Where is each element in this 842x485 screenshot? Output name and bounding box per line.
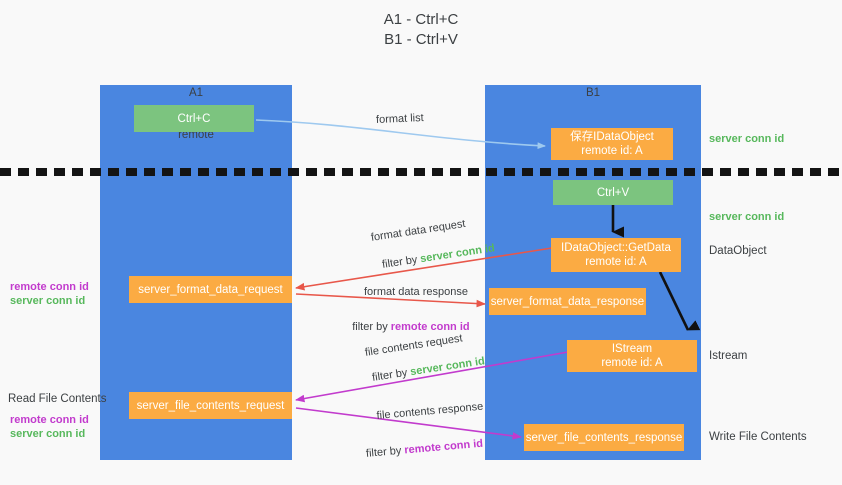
- box-server-file-contents-response[interactable]: server_file_contents_response: [524, 424, 684, 451]
- box-server-format-data-response[interactable]: server_format_data_response: [489, 288, 646, 315]
- box-istream[interactable]: IStream remote id: A: [567, 340, 697, 372]
- column-header-a1-name: A1: [188, 87, 204, 99]
- side-label-server-conn-id-mid: server conn id: [709, 211, 785, 223]
- side-label-server-conn-id-top: server conn id: [709, 133, 785, 145]
- column-header-a1: A1 remote: [100, 58, 292, 170]
- box-save-idataobject[interactable]: 保存IDataObject remote id: A: [551, 128, 673, 160]
- side-label-remote-conn-id-mid: remote conn id: [10, 281, 89, 293]
- filter-prefix: filter by: [381, 253, 422, 271]
- box-server-format-data-request[interactable]: server_format_data_request: [129, 276, 292, 303]
- box-idataobject-getdata[interactable]: IDataObject::GetData remote id: A: [551, 238, 681, 272]
- filter-value-server-conn-id: server conn id: [419, 242, 496, 266]
- filter-prefix: filter by: [365, 444, 405, 460]
- edge-label-format-data-response-filter: filter by remote conn id: [340, 306, 470, 348]
- side-label-dataobject: DataObject: [709, 245, 767, 257]
- box-ctrl-v[interactable]: Ctrl+V: [553, 180, 673, 205]
- column-header-a1-sub: remote: [178, 129, 214, 141]
- edge-label-file-contents-response-filter: filter by remote conn id: [352, 423, 485, 476]
- filter-prefix: filter by: [371, 366, 412, 384]
- column-header-b1-name: B1: [585, 87, 601, 99]
- edge-label-file-contents-response: file contents response: [376, 400, 484, 422]
- side-label-write-file-contents: Write File Contents: [709, 431, 807, 443]
- side-label-istream: Istream: [709, 350, 748, 362]
- box-server-file-contents-request[interactable]: server_file_contents_request: [129, 392, 292, 419]
- box-ctrl-c[interactable]: Ctrl+C: [134, 105, 254, 132]
- filter-value-server-conn-id: server conn id: [409, 355, 486, 379]
- diagram-title: A1 - Ctrl+C B1 - Ctrl+V: [383, 11, 459, 48]
- edge-label-format-list: format list: [375, 111, 424, 127]
- filter-prefix: filter by: [352, 321, 391, 333]
- edge-label-format-data-response: format data response: [364, 286, 468, 298]
- side-label-server-conn-id-left-low: server conn id: [10, 428, 86, 440]
- filter-value-remote-conn-id: remote conn id: [390, 321, 470, 333]
- side-label-remote-conn-id-low: remote conn id: [10, 414, 89, 426]
- phase-divider-dashed-line: [0, 168, 842, 176]
- side-label-server-conn-id-left-mid: server conn id: [10, 295, 86, 307]
- filter-value-remote-conn-id: remote conn id: [403, 437, 484, 457]
- side-label-read-file-contents: Read File Contents: [8, 393, 107, 405]
